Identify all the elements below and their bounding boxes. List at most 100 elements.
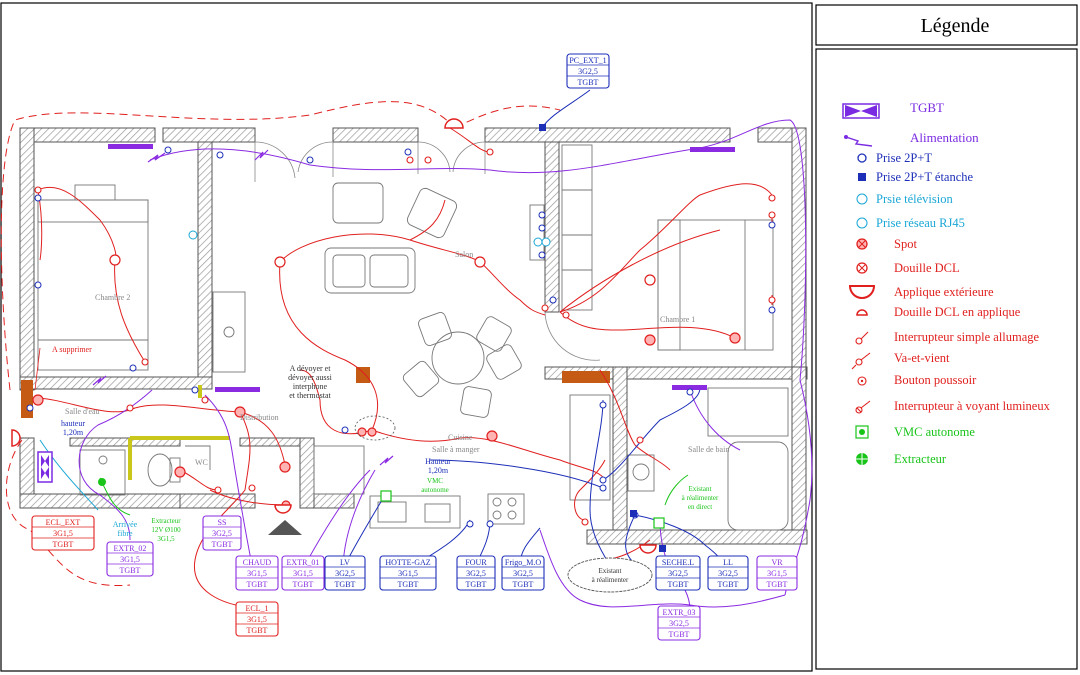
note-arrivee-fibre: Arrivée fibre	[113, 520, 138, 538]
legend-label: Spot	[894, 237, 917, 251]
room-label-salle-manger: Salle à manger	[432, 445, 480, 454]
room-label-chambre1: Chambre 1	[660, 315, 695, 324]
room-label-salon: Salon	[455, 250, 473, 259]
room-label-salle-eau: Salle d'eau	[65, 407, 100, 416]
wiring-purple	[78, 119, 813, 611]
vmc-icon	[855, 425, 869, 439]
spots	[32, 332, 741, 510]
room-label-salle-bain: Salle de bain	[688, 445, 729, 454]
circuit-cable: 3G1,5	[120, 555, 140, 564]
svg-text:à réalimenter: à réalimenter	[682, 494, 719, 502]
sockets	[26, 146, 776, 528]
svg-text:et thermostat: et thermostat	[289, 391, 331, 400]
svg-text:Existant: Existant	[689, 485, 712, 493]
circuit-board: TGBT	[669, 630, 690, 639]
note-existant-direct: Existant à réalimenter en direct	[682, 485, 719, 511]
legend-box	[815, 48, 1078, 670]
circuit-name: SS	[218, 518, 227, 527]
svg-text:en direct: en direct	[688, 503, 712, 511]
circuit-board: TGBT	[578, 78, 599, 87]
lit-switch-icon	[855, 400, 871, 414]
circuit-name: HOTTE-GAZ	[385, 558, 430, 567]
circuit-cable: 3G1,5	[247, 569, 267, 578]
doors	[254, 141, 601, 361]
tgbt-panels	[108, 144, 735, 392]
wiring-red	[0, 101, 773, 609]
svg-text:3G1,5: 3G1,5	[157, 535, 175, 543]
legend-label: Interrupteur simple allumage	[894, 330, 1040, 344]
legend-item-prise: Prise 2P+T	[857, 151, 932, 165]
circuit-board: TGBT	[767, 580, 788, 589]
legend-item-voyant: Interrupteur à voyant lumineux	[855, 399, 1051, 414]
circuit-name: FOUR	[465, 558, 487, 567]
svg-text:12V Ø100: 12V Ø100	[151, 526, 181, 534]
legend-item-inter_simple: Interrupteur simple allumage	[855, 330, 1040, 345]
note-a-supprimer: A supprimer	[52, 345, 92, 354]
tgbt-icon	[842, 103, 880, 119]
two-way-switch-icon	[851, 352, 871, 370]
circuit-cable: 3G1,5	[293, 569, 313, 578]
switches	[34, 148, 776, 526]
column	[21, 380, 33, 418]
note-extracteur: Extracteur 12V Ø100 3G1,5	[151, 517, 181, 543]
legend-item-rj45: Prise réseau RJ45	[856, 216, 965, 230]
legend-item-alim: Alimentation	[844, 130, 979, 147]
legend-label: Bouton poussoir	[894, 373, 977, 387]
legend-label: Applique extérieure	[894, 285, 994, 299]
circuit-board: TGBT	[120, 566, 141, 575]
tv-rj45-sockets	[188, 230, 551, 247]
svg-text:dévoyer aussi: dévoyer aussi	[288, 373, 333, 382]
waterproof-socket-icon	[858, 173, 866, 181]
svg-text:hauteur: hauteur	[61, 419, 85, 428]
circuit-name: EXTR_01	[287, 558, 320, 567]
legend-label: VMC autonome	[894, 425, 975, 439]
power-feeds	[92, 149, 394, 466]
circuit-name: ECL_EXT	[46, 518, 81, 527]
note-devoyer: A dévoyer et dévoyer aussi interphone et…	[288, 364, 333, 400]
outdoor-wall-light-icon	[848, 285, 876, 299]
legend-item-prise_et: Prise 2P+T étanche	[858, 170, 974, 184]
legend-label: Interrupteur à voyant lumineux	[894, 399, 1051, 413]
legend-label: TGBT	[910, 100, 944, 115]
circuit-name: VR	[771, 558, 783, 567]
legend-item-vmc: VMC autonome	[855, 425, 975, 439]
note-hauteur-left: hauteur 1,20m	[61, 419, 85, 437]
vmc-units	[98, 478, 665, 529]
legend-item-bp: Bouton poussoir	[857, 373, 977, 387]
dcl-icon	[856, 262, 868, 274]
circuit-cable: 3G2,5	[466, 569, 486, 578]
spot-icon	[856, 238, 868, 250]
circuit-cable: 3G1,5	[53, 529, 73, 538]
legend-label: Va-et-vient	[894, 351, 950, 365]
circuit-board: TGBT	[718, 580, 739, 589]
circuit-name: EXTR_02	[114, 544, 147, 553]
circuit-name: SECHE.L	[662, 558, 694, 567]
outdoor-wall-lights	[11, 118, 657, 554]
walls	[19, 127, 808, 545]
legend-item-dcl: Douille DCL	[856, 261, 960, 275]
push-button-icon	[857, 376, 867, 386]
bathroom-partitions	[128, 385, 230, 480]
svg-text:1,20m: 1,20m	[428, 466, 449, 475]
room-label-cuisine: Cuisine	[448, 433, 473, 442]
circuit-cable: 3G2,5	[212, 529, 232, 538]
circuit-cable: 3G1,5	[247, 615, 267, 624]
svg-text:1,20m: 1,20m	[63, 428, 84, 437]
legend-title: Légende	[921, 15, 990, 37]
svg-text:interphone: interphone	[293, 382, 328, 391]
circuit-name: PC_EXT_1	[569, 56, 606, 65]
